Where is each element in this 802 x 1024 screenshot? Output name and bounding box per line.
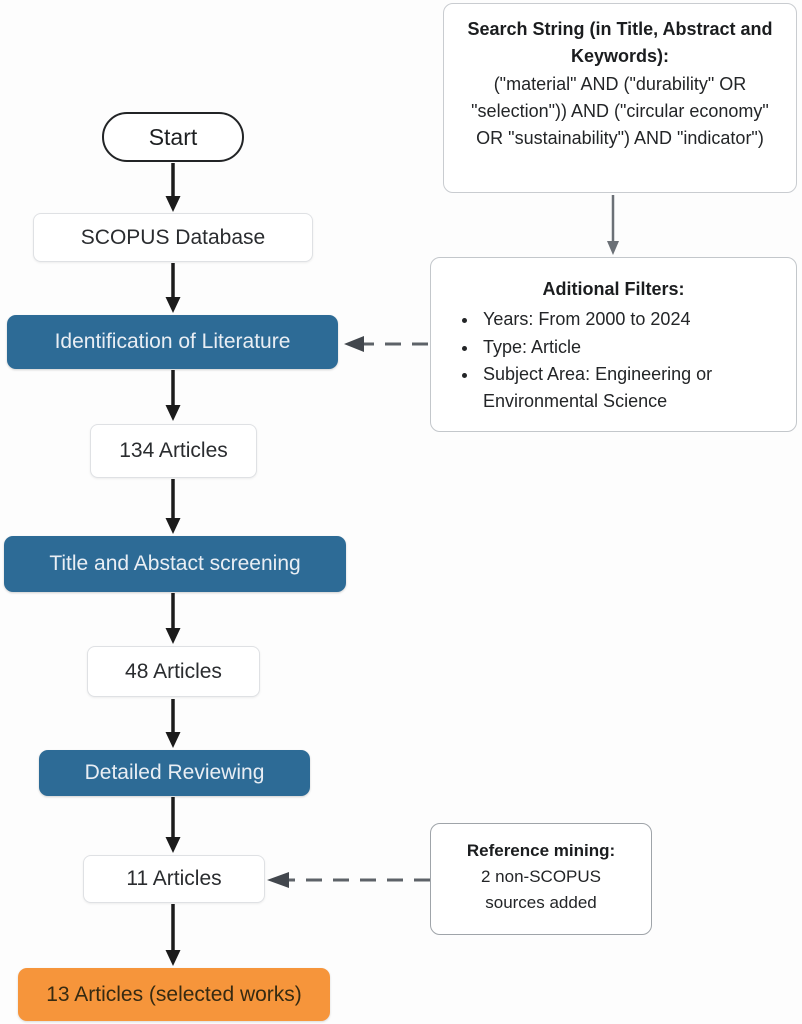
filter-item-years: Years: From 2000 to 2024 (479, 306, 780, 333)
selected-works-label: 13 Articles (selected works) (46, 982, 302, 1006)
reference-mining-title: Reference mining: (466, 841, 616, 860)
articles-48-label: 48 Articles (125, 659, 222, 683)
reference-mining-body: 2 non-SCOPUS sources added (481, 866, 601, 912)
mining-to-articles-arrow (267, 872, 430, 888)
scopus-database-label: SCOPUS Database (80, 225, 266, 249)
articles-134-node: 134 Articles (90, 424, 257, 478)
identification-node: Identification of Literature (7, 315, 338, 369)
detailed-reviewing-label: Detailed Reviewing (84, 761, 265, 784)
articles-134-label: 134 Articles (119, 439, 228, 462)
search-string-body: ("material" AND ("durability" OR "select… (471, 73, 769, 149)
detailed-reviewing-node: Detailed Reviewing (39, 750, 310, 796)
identification-label: Identification of Literature (54, 330, 291, 353)
scopus-database-node: SCOPUS Database (33, 213, 313, 262)
screening-node: Title and Abstact screening (4, 536, 346, 592)
additional-filters-note: Aditional Filters: Years: From 2000 to 2… (430, 257, 797, 432)
search-string-note: Search String (in Title, Abstract and Ke… (443, 3, 797, 193)
search-to-filters-arrow (607, 195, 619, 255)
additional-filters-list: Years: From 2000 to 2024 Type: Article S… (447, 306, 780, 415)
additional-filters-title: Aditional Filters: (542, 279, 685, 299)
articles-11-node: 11 Articles (83, 855, 265, 903)
selected-works-node: 13 Articles (selected works) (18, 968, 330, 1021)
start-label: Start (148, 123, 198, 150)
search-string-title: Search String (in Title, Abstract and Ke… (467, 19, 773, 67)
filter-item-subject: Subject Area: Engineering or Environment… (479, 361, 780, 416)
start-node: Start (102, 112, 244, 162)
screening-label: Title and Abstact screening (49, 552, 301, 575)
articles-48-node: 48 Articles (87, 646, 260, 697)
filter-item-type: Type: Article (479, 334, 780, 361)
filters-to-identification-arrow (344, 336, 428, 352)
reference-mining-note: Reference mining: 2 non-SCOPUS sources a… (430, 823, 652, 935)
articles-11-label: 11 Articles (126, 867, 222, 890)
